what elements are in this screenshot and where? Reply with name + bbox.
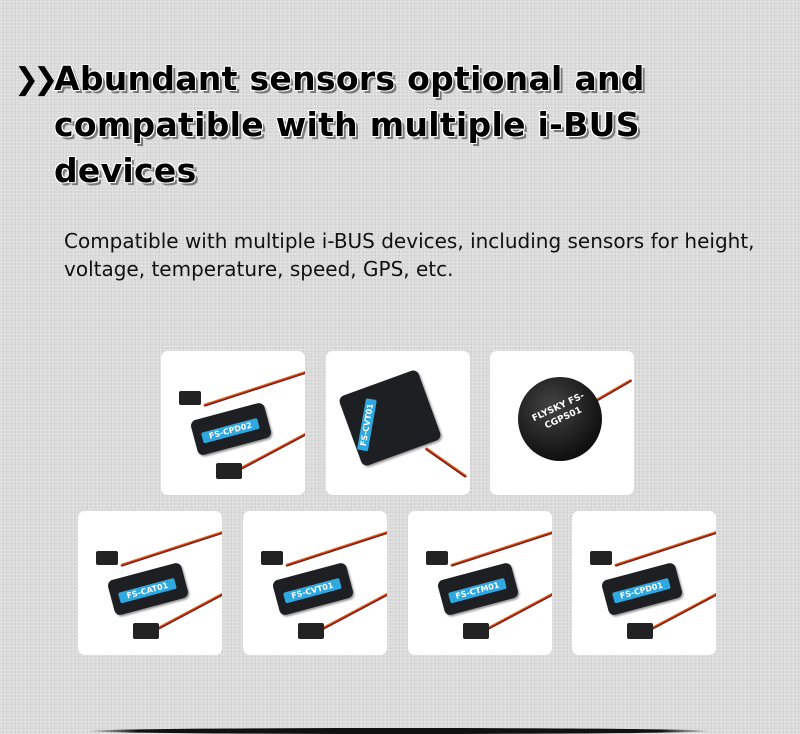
cable xyxy=(120,530,222,567)
connector xyxy=(179,391,201,405)
cable xyxy=(285,530,387,567)
sensor-module-image: FS-CPD02 xyxy=(189,401,273,457)
product-image-card: FS-CVT01 xyxy=(326,351,470,495)
connector xyxy=(590,551,612,565)
double-chevron-right-icon: ❯❯ xyxy=(14,62,58,97)
sensor-module-image: FS-CAT01 xyxy=(106,561,190,617)
gps-module-image: FLYSKY FS-CGPS01 xyxy=(518,377,602,461)
product-label: FLYSKY FS-CGPS01 xyxy=(530,391,587,432)
product-label: FS-CAT01 xyxy=(117,577,177,604)
cable xyxy=(203,370,305,407)
sensor-module-image: FS-CTM01 xyxy=(436,561,520,617)
connector xyxy=(627,623,653,639)
connector xyxy=(96,551,118,565)
product-label: FS-CPD01 xyxy=(611,577,671,604)
product-image-card: FS-CTM01 xyxy=(408,511,552,655)
product-image-card: FS-CPD02 xyxy=(161,351,305,495)
product-label: FS-CTM01 xyxy=(447,577,507,604)
product-image-card: FS-CPD01 xyxy=(572,511,716,655)
connector xyxy=(298,623,324,639)
description: Compatible with multiple i-BUS devices, … xyxy=(64,229,755,281)
cable xyxy=(614,530,716,567)
sensor-module-image: FS-CPD01 xyxy=(600,561,684,617)
product-image-card: FLYSKY FS-CGPS01 xyxy=(490,351,634,495)
product-label: FS-CVT01 xyxy=(282,577,342,604)
product-image-card: FS-CAT01 xyxy=(78,511,222,655)
connector xyxy=(133,623,159,639)
product-image-card: FS-CVT01 xyxy=(243,511,387,655)
connector xyxy=(426,551,448,565)
sensor-module-image: FS-CVT01 xyxy=(271,561,355,617)
cable xyxy=(450,530,552,567)
page-title: Abundant sensors optional and compatible… xyxy=(54,59,645,190)
product-label: FS-CVT01 xyxy=(357,398,377,452)
product-label: FS-CPD02 xyxy=(200,417,260,444)
connector xyxy=(463,623,489,639)
connector xyxy=(261,551,283,565)
hub-module-image: FS-CVT01 xyxy=(337,368,443,468)
cable xyxy=(424,446,468,479)
connector xyxy=(216,463,242,479)
divider-shadow xyxy=(88,728,710,734)
